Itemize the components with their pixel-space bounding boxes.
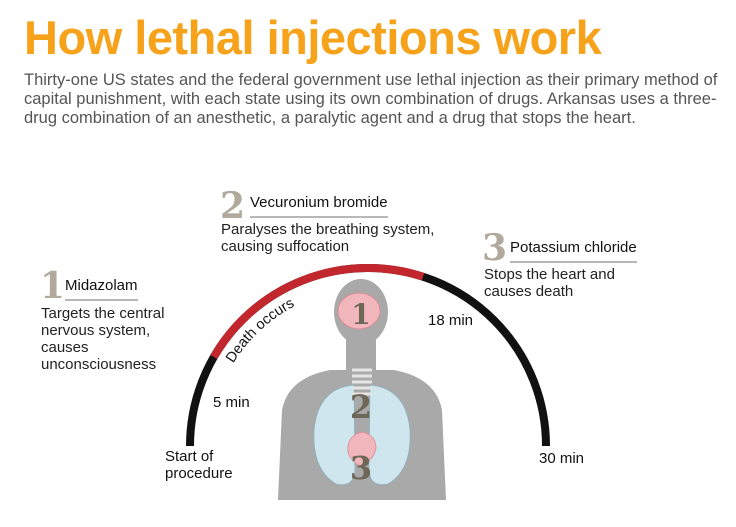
step-3-number: 3	[482, 227, 508, 269]
step-2-number: 2	[220, 185, 246, 227]
step-3-name: Potassium chloride	[510, 239, 637, 263]
marker-5-min: 5 min	[213, 394, 250, 411]
end-label: 30 min	[539, 450, 585, 467]
step-2-description: Paralyses the breathing system, causing …	[221, 221, 435, 255]
step-1-name: Midazolam	[65, 277, 138, 301]
body-marker-2: 2	[350, 388, 372, 426]
human-silhouette	[278, 279, 446, 500]
page-title: How lethal injections work	[24, 11, 602, 64]
step-2-name: Vecuronium bromide	[250, 194, 388, 218]
intro-text: Thirty-one US states and the federal gov…	[24, 71, 718, 127]
marker-18-min: 18 min	[428, 312, 474, 329]
step-1-number: 1	[40, 265, 66, 307]
heart	[347, 431, 377, 467]
trachea	[352, 368, 372, 396]
lungs-left	[313, 384, 356, 486]
death-window-arc	[210, 263, 425, 360]
step-1-description: Targets the central nervous system, caus…	[41, 305, 165, 373]
body-marker-1: 1	[351, 298, 370, 331]
start-label: Start of procedure	[165, 448, 233, 482]
brain	[337, 292, 381, 330]
step-3-description: Stops the heart and causes death	[484, 266, 615, 300]
body-marker-3: 3	[350, 449, 372, 487]
lungs-right	[368, 384, 411, 486]
